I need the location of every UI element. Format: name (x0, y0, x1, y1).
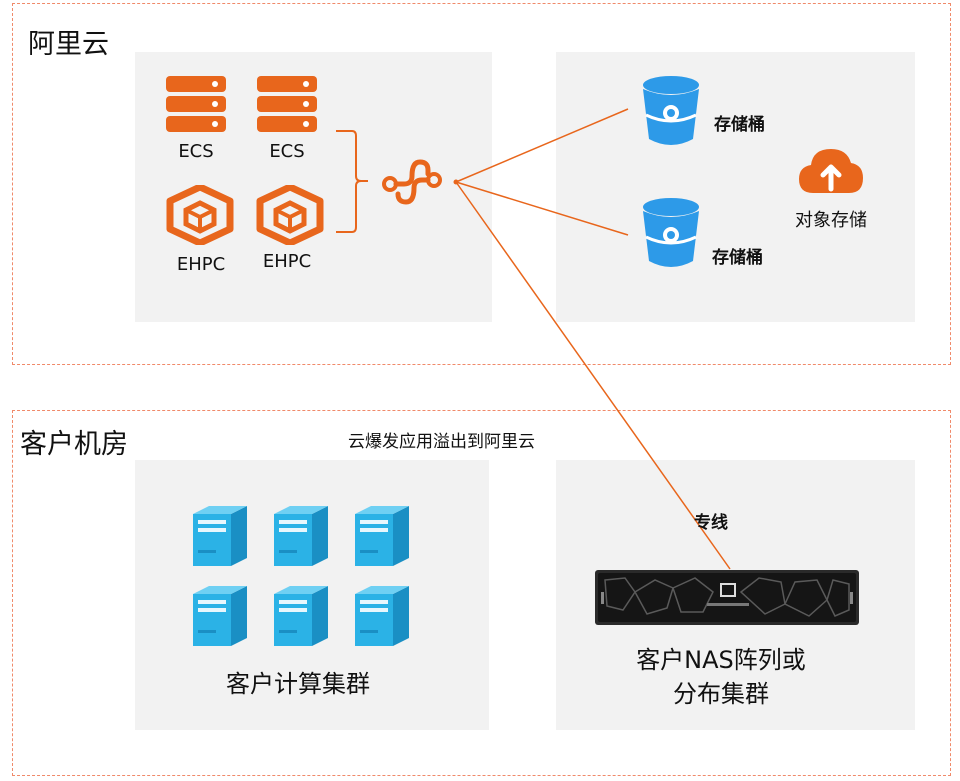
dedicated-line-label: 专线 (694, 513, 728, 533)
line-to-bucket-1 (455, 108, 629, 183)
tower-server-icon (355, 506, 409, 566)
nas-label-line1: 客户NAS阵列或 (636, 646, 806, 674)
ecs-label-1: ECS (178, 141, 214, 162)
tower-server-icon (355, 586, 409, 646)
nas-label: 客户NAS阵列或 分布集群 (596, 643, 846, 711)
tower-server-icon (274, 506, 328, 566)
bucket-label-1: 存储桶 (714, 115, 765, 135)
line-origin-dot (453, 179, 459, 185)
ecs-label-2: ECS (269, 141, 305, 162)
hpc-cube-icon (256, 183, 324, 247)
onprem-zone (12, 410, 951, 776)
tower-server-icon (193, 506, 247, 566)
burst-label: 云爆发应用溢出到阿里云 (348, 432, 535, 452)
compute-bracket (336, 130, 368, 233)
server-rack-icon (256, 75, 318, 133)
cluster-label: 客户计算集群 (226, 670, 370, 698)
bucket-icon (641, 75, 701, 149)
line-to-bucket-2 (455, 181, 629, 236)
server-rack-icon (165, 75, 227, 133)
ehpc-label-1: EHPC (176, 254, 226, 275)
cloud-zone (12, 3, 951, 365)
link-hub-icon (382, 152, 444, 212)
nas-label-line2: 分布集群 (673, 680, 769, 708)
dedicated-line (455, 181, 731, 570)
tower-server-icon (193, 586, 247, 646)
oss-label: 对象存储 (795, 210, 867, 231)
storage-array-icon (595, 570, 859, 625)
tower-server-icon (274, 586, 328, 646)
cloud-zone-title: 阿里云 (28, 29, 109, 60)
cloud-upload-icon (797, 145, 865, 195)
ehpc-label-2: EHPC (262, 251, 312, 272)
bucket-icon (641, 197, 701, 271)
bucket-label-2: 存储桶 (712, 248, 763, 268)
onprem-zone-title: 客户机房 (20, 429, 128, 460)
hpc-cube-icon (166, 183, 234, 247)
